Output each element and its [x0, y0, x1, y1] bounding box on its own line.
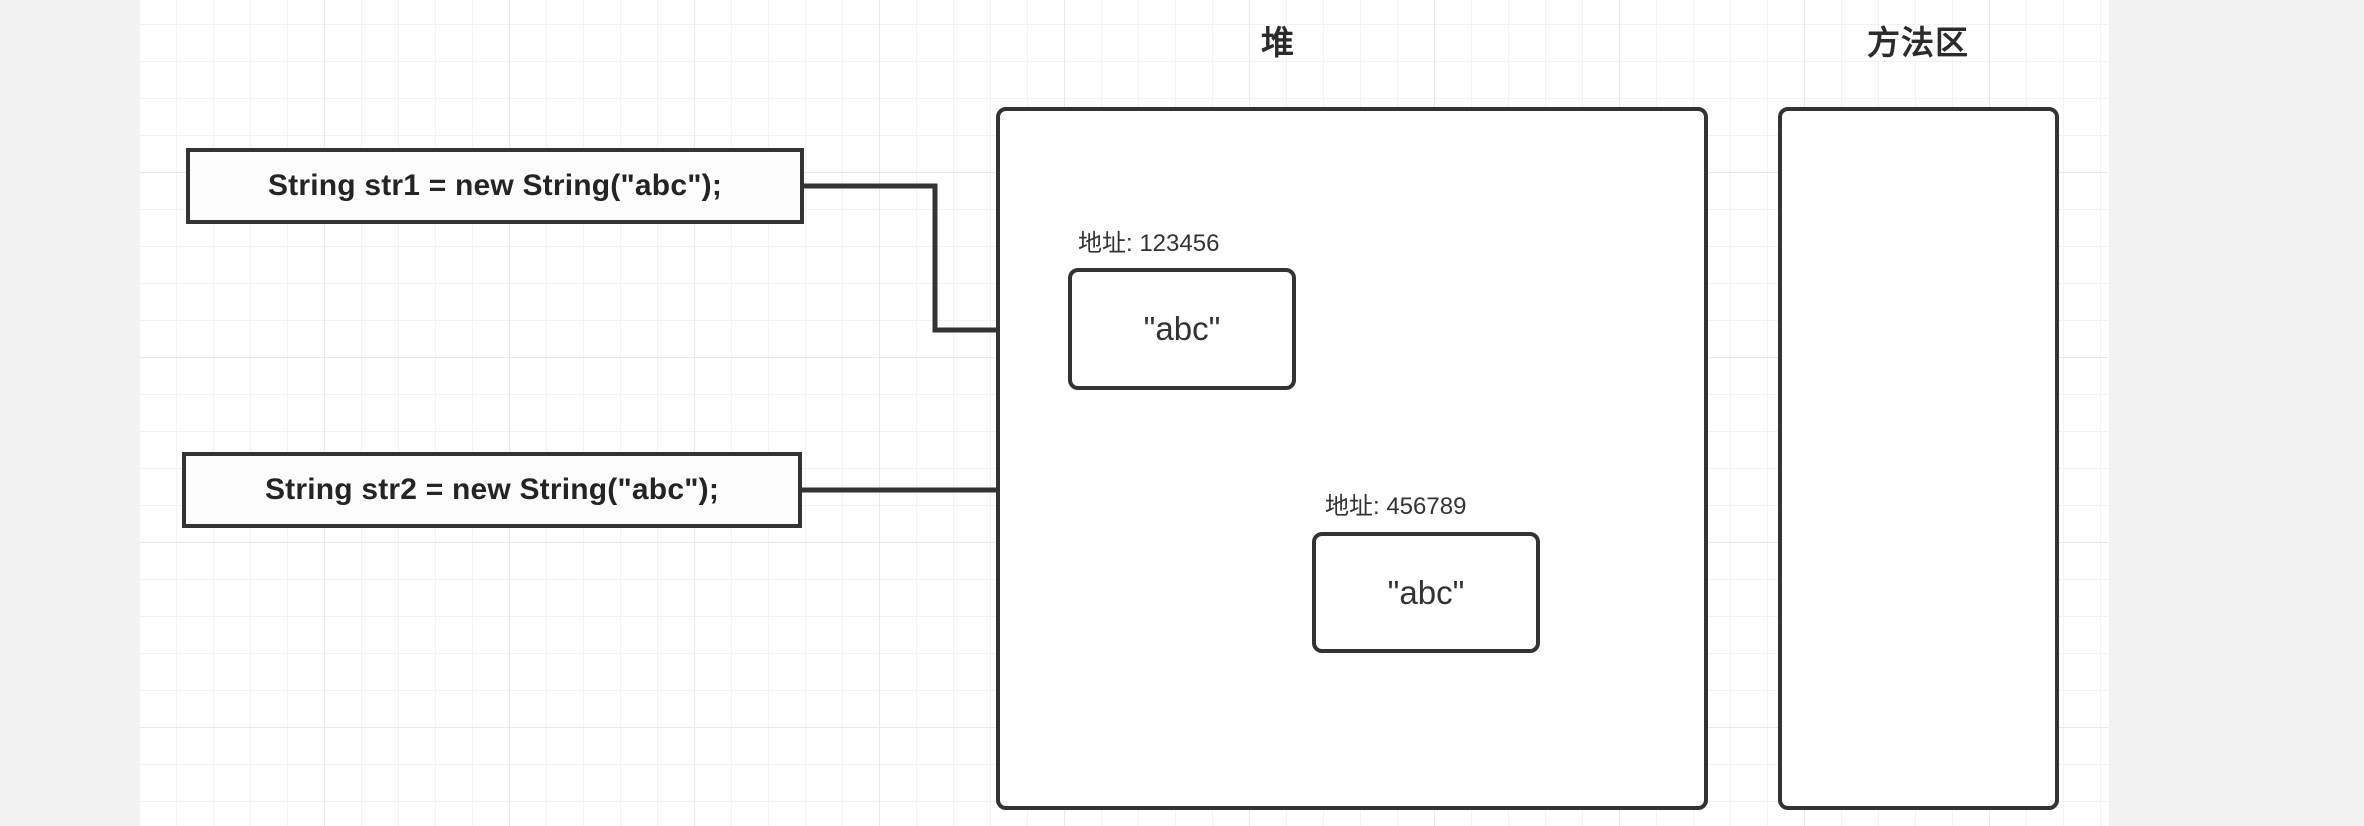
- heap-object-box-1[interactable]: "abc": [1068, 268, 1296, 390]
- heap-region-title: 堆: [1261, 24, 1295, 61]
- method-area-region-title: 方法区: [1867, 24, 1969, 61]
- heap-region-box: [996, 107, 1708, 810]
- code-statement-str1[interactable]: String str1 = new String("abc");: [186, 148, 804, 224]
- code-statement-str2[interactable]: String str2 = new String("abc");: [182, 452, 802, 528]
- object-address-label-1: 地址: 123456: [1078, 230, 1220, 257]
- method-area-region-box: [1778, 107, 2059, 810]
- heap-object-box-2[interactable]: "abc": [1312, 532, 1540, 653]
- object-address-label-2: 地址: 456789: [1325, 493, 1467, 520]
